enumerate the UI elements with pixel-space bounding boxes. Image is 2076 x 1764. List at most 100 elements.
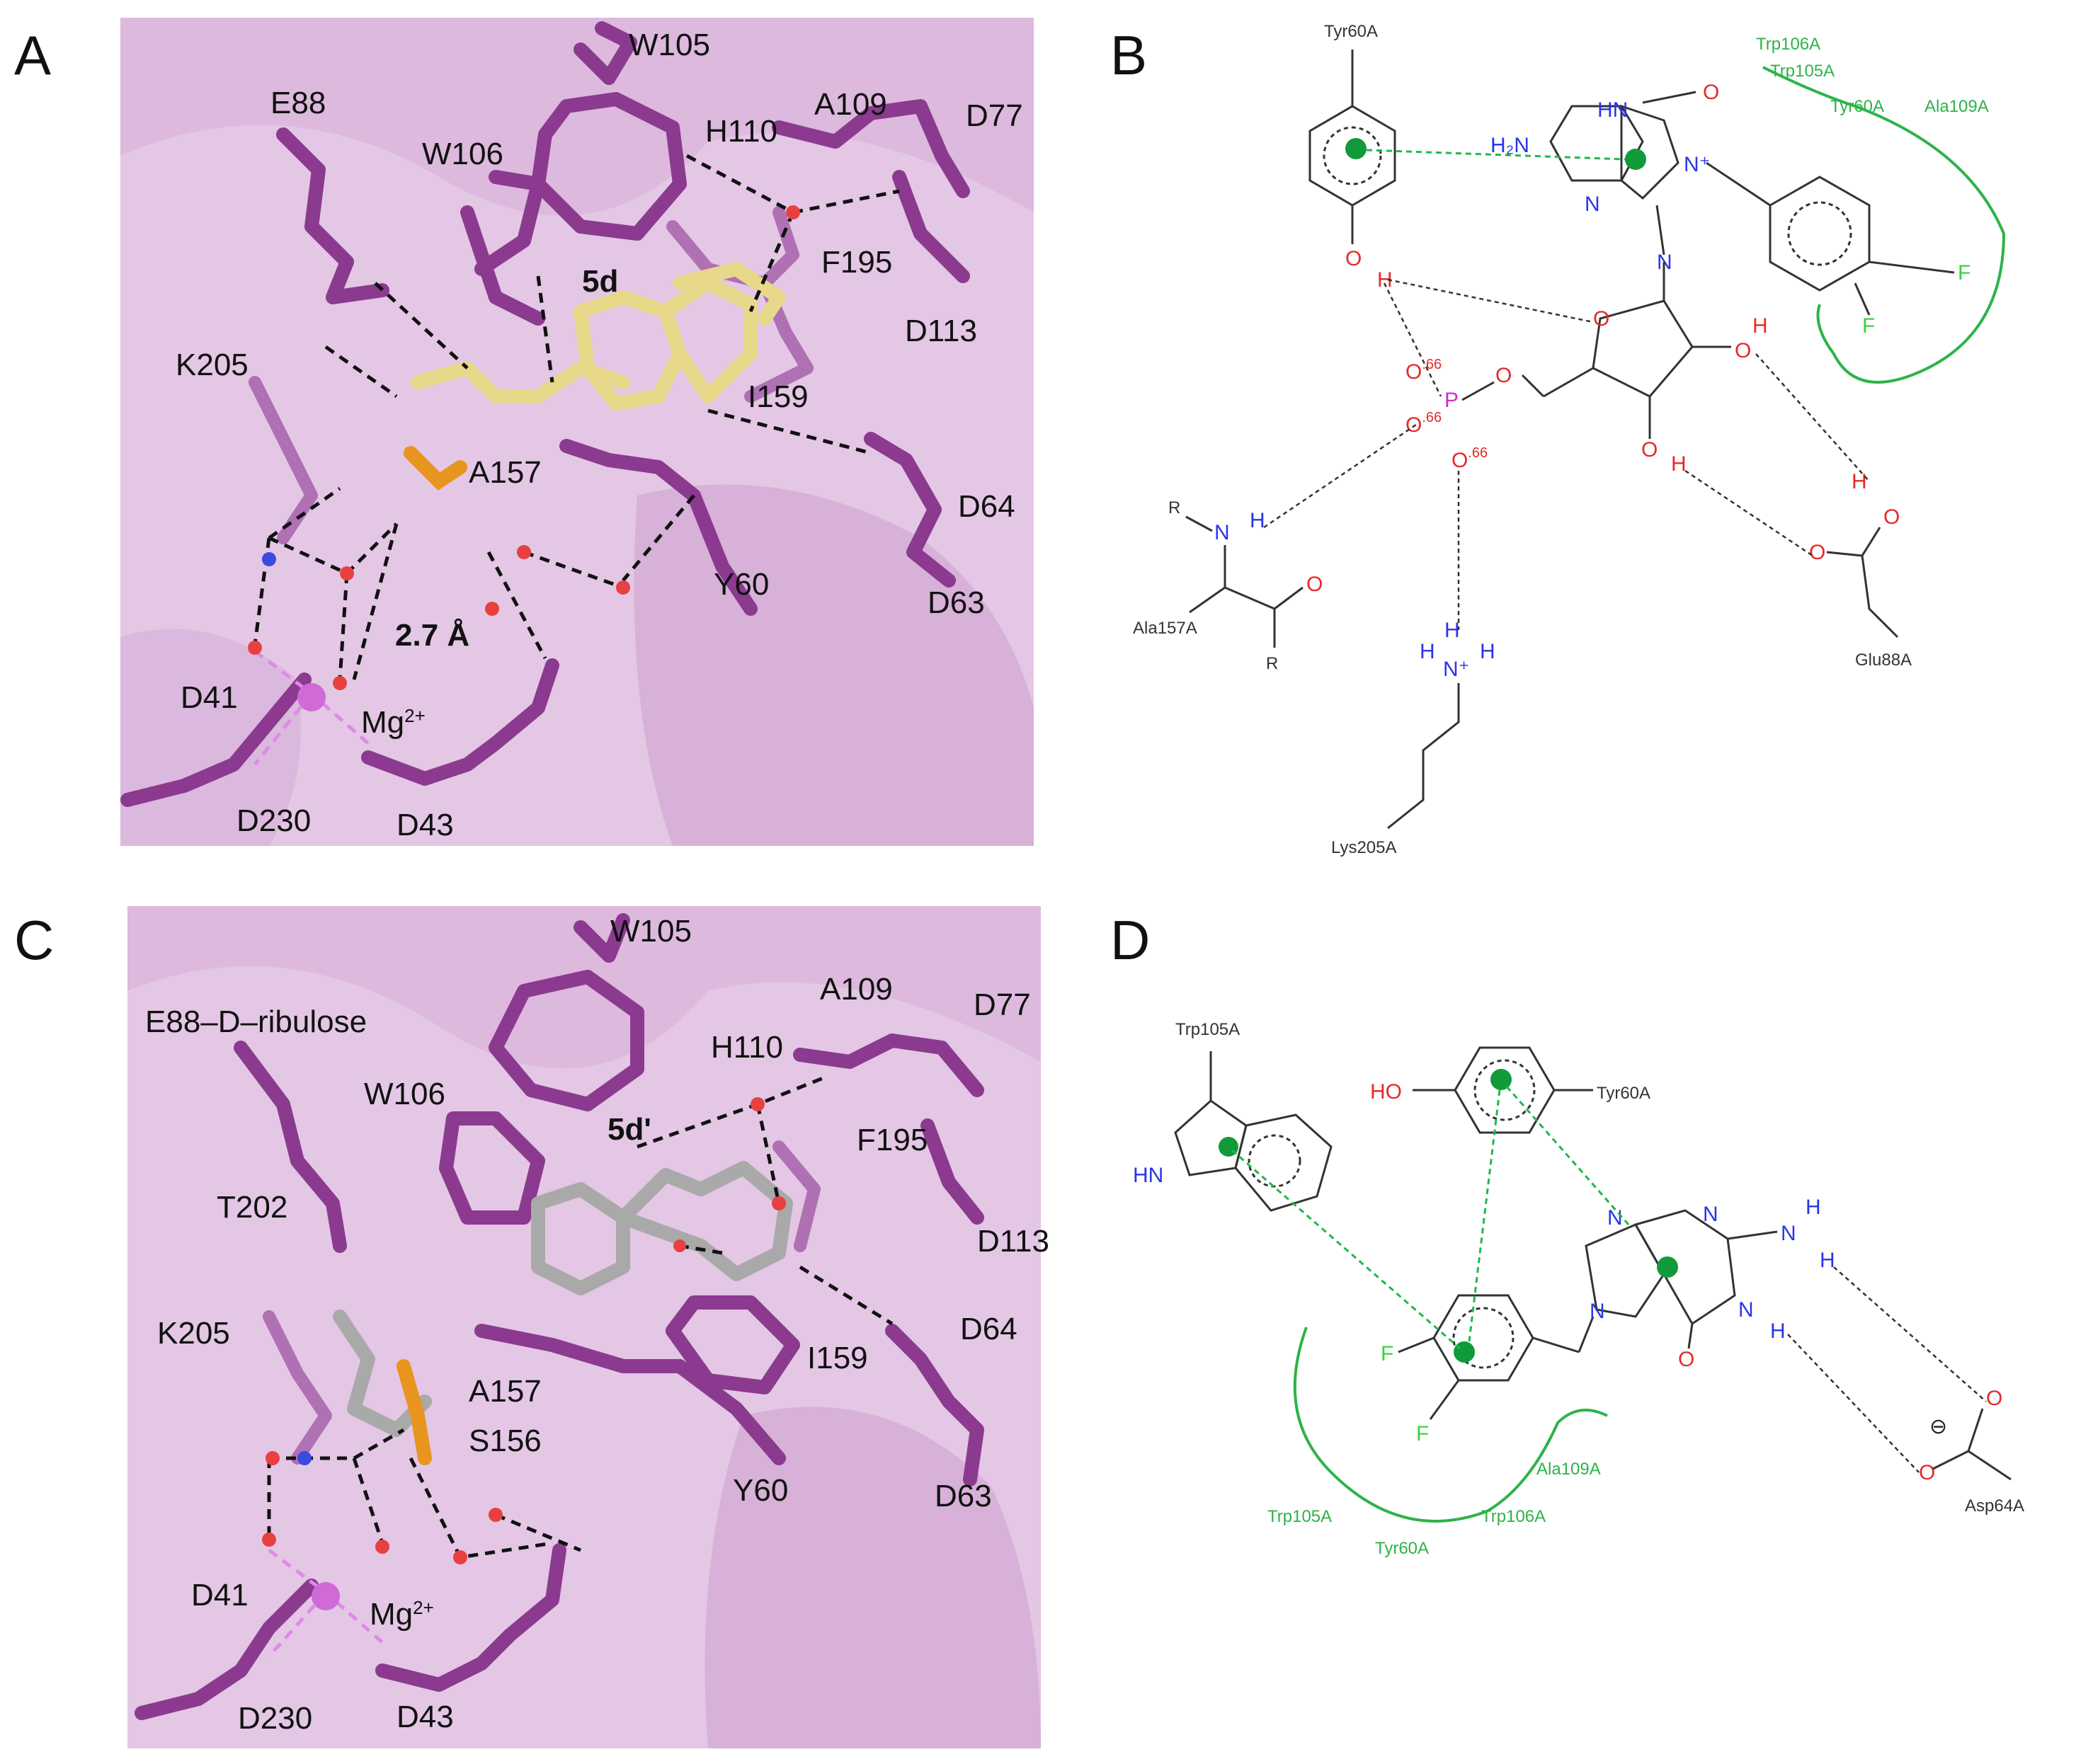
c-w106-ring: [439, 1111, 545, 1225]
c-hbonds-bottom: [267, 1428, 581, 1559]
d-f2: F: [1416, 1422, 1429, 1445]
res-c-e88-ribulose: E88–D–ribulose: [145, 1004, 367, 1039]
d-pi-trp-phenyl: [1231, 1149, 1461, 1350]
guanine-6ring: [1549, 105, 1644, 182]
panel-b-label: B: [1110, 24, 1147, 86]
b-lys-chain: [1387, 683, 1460, 830]
b-ala-n: N: [1214, 521, 1230, 544]
res-a-f195: F195: [821, 245, 892, 280]
b-cf2: [1854, 282, 1871, 316]
w106-ring: [460, 205, 545, 326]
ligand-5d-pyrimidine: [658, 276, 758, 403]
c-ligand-phenyl: [531, 1182, 630, 1295]
panel-a-hbonds-left: [324, 275, 554, 399]
e88-stick: [276, 127, 389, 304]
b-po2: O.66: [1405, 410, 1442, 437]
d-hyd-trp106: Trp106A: [1481, 1507, 1546, 1526]
res-c-d113: D113: [977, 1224, 1049, 1259]
res-c-t202: T202: [217, 1190, 287, 1225]
d-asp-o1: O: [1986, 1387, 2002, 1410]
b-c4-c5: [1543, 367, 1594, 398]
b-n7: N⁺: [1684, 153, 1711, 176]
d-ch2-a: [1532, 1336, 1580, 1353]
guanine-5ring: [1620, 104, 1679, 200]
d-n9: N: [1590, 1300, 1605, 1323]
phosphate-stick: [404, 446, 467, 491]
d-difluorophenyl-centroid: [1454, 1341, 1475, 1363]
ligand-5d-benzyl: [673, 262, 786, 326]
b-co-bond: [1642, 91, 1696, 104]
b-p-o5: [1461, 381, 1495, 401]
b-res-lys205: Lys205A: [1331, 838, 1397, 857]
b-h2n: H₂N: [1490, 134, 1529, 157]
water-a-6: [333, 676, 347, 690]
water-c-7: [489, 1508, 503, 1522]
d-trp105-aromatic: [1248, 1134, 1301, 1188]
d-nh2-h1: H: [1806, 1196, 1821, 1219]
panel-c: C W105 A109 D77 E88–D–ribulose H110 W106…: [14, 906, 1049, 1748]
b-hyd-trp106: Trp106A: [1756, 35, 1820, 54]
res-c-y60: Y60: [733, 1473, 788, 1508]
b-hn: HN: [1597, 98, 1628, 122]
res-a-k205: K205: [176, 348, 249, 382]
b-glu-chain: [1826, 527, 1899, 638]
b-po3: O.66: [1452, 445, 1488, 472]
b-res-glu88: Glu88A: [1855, 651, 1912, 670]
d-ch2-b: [1578, 1316, 1595, 1353]
d-res-asp64: Asp64A: [1965, 1496, 2024, 1516]
tyr60-centroid: [1345, 138, 1367, 159]
c-e88-stick: [234, 1041, 347, 1253]
c-d113-stick: [920, 1118, 984, 1225]
b-lys-h-top: H: [1444, 619, 1460, 642]
d-pi-tyr-guanine: [1505, 1086, 1630, 1225]
c-w105-ring: [489, 970, 644, 1111]
b-c6-o: O: [1703, 81, 1719, 104]
b-ala-co: [1274, 586, 1304, 610]
b-ala-rn: [1185, 515, 1213, 532]
b-hyd-trp105: Trp105A: [1770, 62, 1835, 81]
res-c-d43: D43: [397, 1700, 454, 1734]
d-trp-hn: HN: [1133, 1164, 1163, 1187]
w105-stick: [574, 21, 637, 85]
b-hyd-ala109: Ala109A: [1924, 97, 1989, 116]
res-c-i159: I159: [807, 1341, 868, 1375]
d-n1-h: H: [1770, 1319, 1786, 1343]
d-asp-minus: ⊖: [1929, 1415, 1947, 1438]
d-n3: N: [1703, 1203, 1718, 1226]
d-res-trp105: Trp105A: [1175, 1020, 1240, 1039]
b-f2: F: [1862, 314, 1875, 338]
b-h2: H: [1671, 452, 1687, 476]
res-a-w105: W105: [629, 28, 710, 62]
d-nh2-h2: H: [1820, 1249, 1835, 1272]
panel-a-hbonds-right: [523, 408, 872, 590]
c-f195-stick: [772, 1140, 821, 1252]
w105-ring: [531, 92, 687, 241]
b-ribose-ring: [1592, 299, 1694, 398]
water-c-1: [751, 1097, 765, 1111]
panel-c-helix-ribbon: [127, 906, 1041, 1069]
d-tyr-ho: HO: [1370, 1080, 1402, 1104]
water-c-2: [772, 1196, 786, 1210]
res-c-s156: S156: [469, 1424, 542, 1458]
b-difluorophenyl: [1769, 176, 1871, 292]
d-tyr60-ring: [1454, 1046, 1556, 1134]
res-c-w105: W105: [610, 914, 692, 949]
water-a-2: [340, 566, 354, 580]
d64-d63-stick: [864, 432, 956, 588]
b-difluorophenyl-aromatic: [1787, 201, 1852, 266]
water-c-4: [262, 1533, 276, 1547]
b-ala-cb: [1189, 586, 1226, 614]
b-r1: R: [1168, 498, 1180, 517]
b-glu-h: H: [1852, 470, 1867, 493]
res-a-w106: W106: [422, 137, 503, 171]
d-cf2: [1429, 1380, 1460, 1420]
d-hbonds: [1787, 1266, 1987, 1473]
tyr60-aromatic: [1323, 126, 1382, 185]
b-o3: O: [1735, 339, 1751, 362]
d41-d230-stick: [120, 672, 312, 807]
b-ala-h: H: [1250, 509, 1265, 532]
b-o5: O: [1495, 364, 1512, 387]
b-ch2: [1706, 161, 1771, 207]
res-a-y60: Y60: [714, 567, 769, 602]
